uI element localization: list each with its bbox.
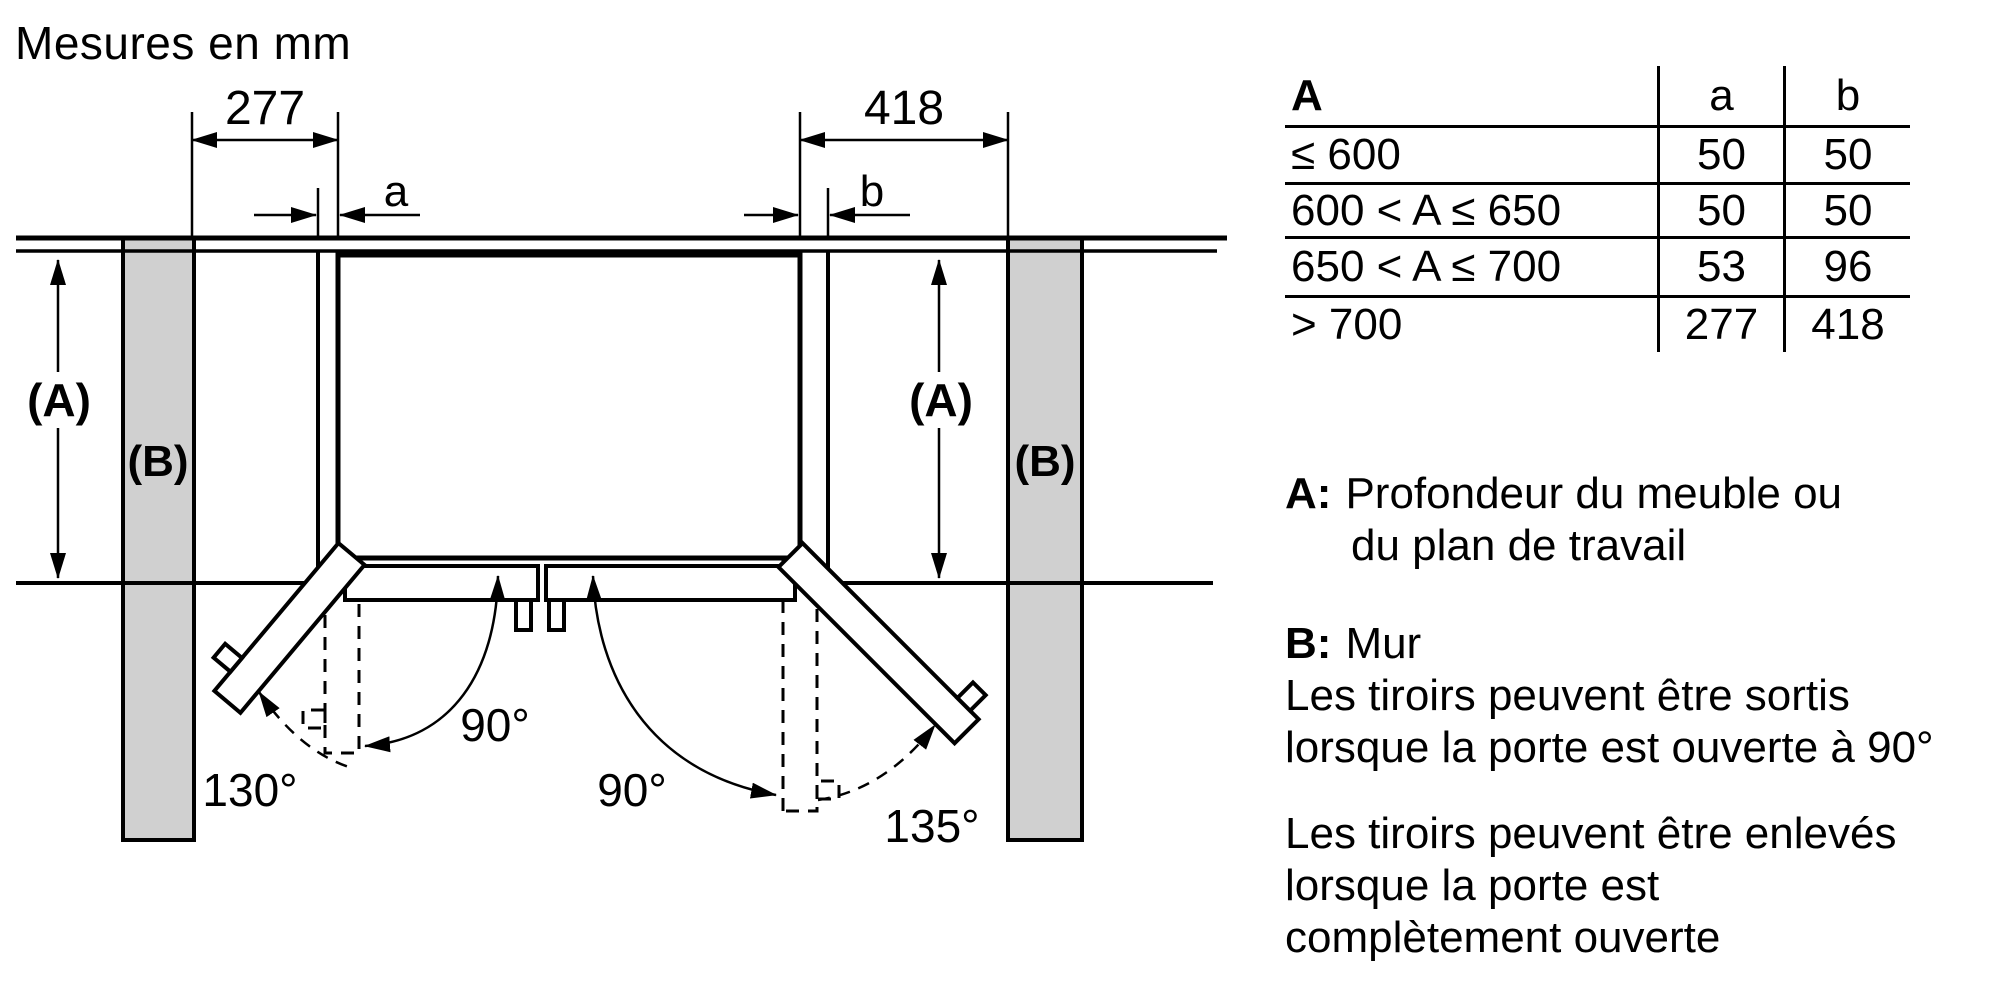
dimension-label-277: 277 bbox=[225, 82, 305, 135]
door-left-closed bbox=[343, 564, 540, 602]
table-header-range: A bbox=[1291, 70, 1323, 120]
removal-note: Les tiroirs peuvent être enlevés lorsque… bbox=[1285, 808, 1896, 964]
dimension-label-b: b bbox=[860, 167, 884, 216]
door-left-open-leaf bbox=[211, 540, 368, 716]
legend-depth: A: Profondeur du meuble ou du plan de tra… bbox=[1285, 468, 1842, 572]
door-left-90-dashed bbox=[301, 558, 361, 755]
legend-depth-text1: Profondeur du meuble ou bbox=[1345, 469, 1843, 518]
angle-label-left-90: 90° bbox=[460, 699, 530, 751]
legend-depth-term: A: bbox=[1285, 469, 1332, 518]
table-header-b: b bbox=[1783, 66, 1910, 125]
swing-arc-right-135 bbox=[817, 724, 936, 802]
legend-wall-term: B: bbox=[1285, 619, 1332, 668]
hinge-pin-right bbox=[547, 598, 566, 632]
hinge-pin-left bbox=[514, 598, 533, 632]
table-cell-b: 50 bbox=[1783, 185, 1910, 236]
door-left-90-handle bbox=[301, 708, 327, 730]
table-cell-range: 650 < A ≤ 700 bbox=[1291, 242, 1562, 291]
swing-arc-left-130 bbox=[257, 691, 353, 770]
door-right-open-handle bbox=[954, 679, 989, 714]
swing-arc-left-90 bbox=[364, 575, 506, 753]
dimension-label-a: a bbox=[384, 167, 409, 216]
removal-note-line3: complètement ouverte bbox=[1285, 913, 1721, 962]
door-right-closed bbox=[544, 564, 797, 602]
angle-label-right-90: 90° bbox=[597, 764, 667, 816]
table-cell-range: > 700 bbox=[1291, 300, 1403, 349]
table-cell-a: 53 bbox=[1657, 239, 1783, 295]
table-cell-range: 600 < A ≤ 650 bbox=[1291, 185, 1562, 235]
table-row: 600 < A ≤ 650 50 50 bbox=[1285, 185, 1910, 239]
door-left-open-handle bbox=[210, 641, 245, 675]
legend-wall-text1: Mur bbox=[1345, 619, 1422, 668]
removal-note-line1: Les tiroirs peuvent être enlevés bbox=[1285, 809, 1897, 858]
installation-diagram: 277 418 a b (A) (A) (B) (B) 90° 90° 130°… bbox=[16, 82, 1227, 852]
door-right-90-handle bbox=[815, 779, 841, 801]
legend-wall-text2: Les tiroirs peuvent être sortis bbox=[1285, 671, 1850, 720]
table-row: ≤ 600 50 50 bbox=[1285, 128, 1910, 185]
table-cell-a: 50 bbox=[1657, 128, 1783, 182]
page-title: Mesures en mm bbox=[15, 17, 352, 69]
table-row: > 700 277 418 bbox=[1285, 298, 1910, 352]
removal-note-line2: lorsque la porte est bbox=[1285, 861, 1660, 910]
clearance-table: A a b ≤ 600 50 50 600 < A ≤ 650 50 50 65… bbox=[1285, 66, 1910, 352]
table-cell-b: 418 bbox=[1783, 298, 1910, 352]
depth-label-right: (A) bbox=[909, 374, 973, 426]
table-cell-a: 277 bbox=[1657, 298, 1783, 352]
angle-label-left-130: 130° bbox=[202, 764, 297, 816]
legend-depth-line1: A: Profondeur du meuble ou bbox=[1285, 468, 1842, 520]
table-header-row: A a b bbox=[1285, 66, 1910, 128]
table-cell-range: ≤ 600 bbox=[1291, 130, 1401, 179]
table-header-a: a bbox=[1657, 66, 1783, 125]
depth-label-left: (A) bbox=[27, 374, 91, 426]
dimension-label-418: 418 bbox=[864, 82, 944, 135]
angle-label-right-135: 135° bbox=[884, 800, 979, 852]
door-left-open bbox=[210, 540, 368, 716]
swing-arc-right-90 bbox=[586, 575, 777, 799]
legend-wall: B: Mur Les tiroirs peuvent être sortis lo… bbox=[1285, 618, 1934, 774]
wall-left bbox=[121, 236, 196, 842]
legend-wall-line1: B: Mur bbox=[1285, 618, 1934, 670]
legend-wall-text3: lorsque la porte est ouverte à 90° bbox=[1285, 723, 1934, 772]
legend-depth-text2: du plan de travail bbox=[1351, 521, 1687, 570]
wall-label-right: (B) bbox=[1014, 437, 1075, 486]
appliance-body bbox=[335, 252, 803, 561]
door-right-open-leaf bbox=[775, 540, 982, 747]
wall-label-left: (B) bbox=[127, 437, 188, 486]
wall-right bbox=[1006, 236, 1084, 842]
table-cell-b: 50 bbox=[1783, 128, 1910, 182]
table-cell-a: 50 bbox=[1657, 185, 1783, 236]
door-right-open bbox=[775, 540, 989, 747]
door-left-90-outline bbox=[323, 558, 361, 755]
table-row: 650 < A ≤ 700 53 96 bbox=[1285, 239, 1910, 298]
table-cell-b: 96 bbox=[1783, 239, 1910, 295]
